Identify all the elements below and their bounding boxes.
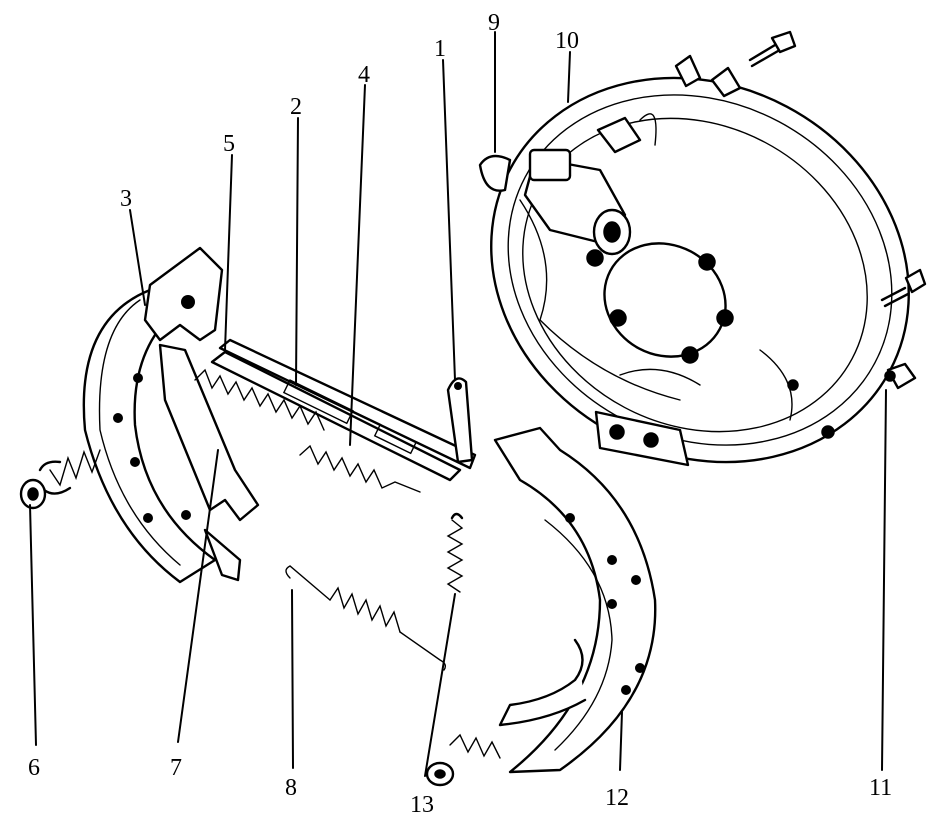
- upper-return-spring: [194, 368, 325, 431]
- label-7: 7: [170, 755, 182, 781]
- label-6: 6: [28, 755, 40, 781]
- label-3: 3: [120, 186, 132, 212]
- shoe-hold-spring: [19, 449, 101, 510]
- label-5: 5: [223, 131, 235, 157]
- leader-lines: [29, 31, 887, 777]
- label-9: 9: [488, 10, 500, 36]
- mounting-bolts: [674, 30, 927, 308]
- label-4: 4: [358, 62, 370, 88]
- label-10: 10: [555, 28, 579, 54]
- hold-down-spring: [425, 512, 464, 787]
- wheel-cylinder: [478, 113, 657, 256]
- lower-return-spring: [299, 444, 421, 493]
- label-13: 13: [410, 792, 434, 818]
- parking-brake-lever: [446, 377, 474, 464]
- adjuster-strut: [210, 338, 477, 482]
- label-11: 11: [869, 775, 892, 801]
- label-2: 2: [290, 94, 302, 120]
- right-brake-shoe: [449, 426, 657, 774]
- part-labels: 1 2 3 4 5 6 7 8 9 10 11 12 13: [28, 10, 892, 818]
- lower-shoe-spring: [285, 565, 447, 671]
- left-brake-shoe: [82, 246, 260, 584]
- label-12: 12: [605, 785, 629, 811]
- label-8: 8: [285, 775, 297, 801]
- adjusting-nut: [884, 362, 917, 390]
- label-1: 1: [434, 36, 446, 62]
- backing-plate: [490, 76, 910, 467]
